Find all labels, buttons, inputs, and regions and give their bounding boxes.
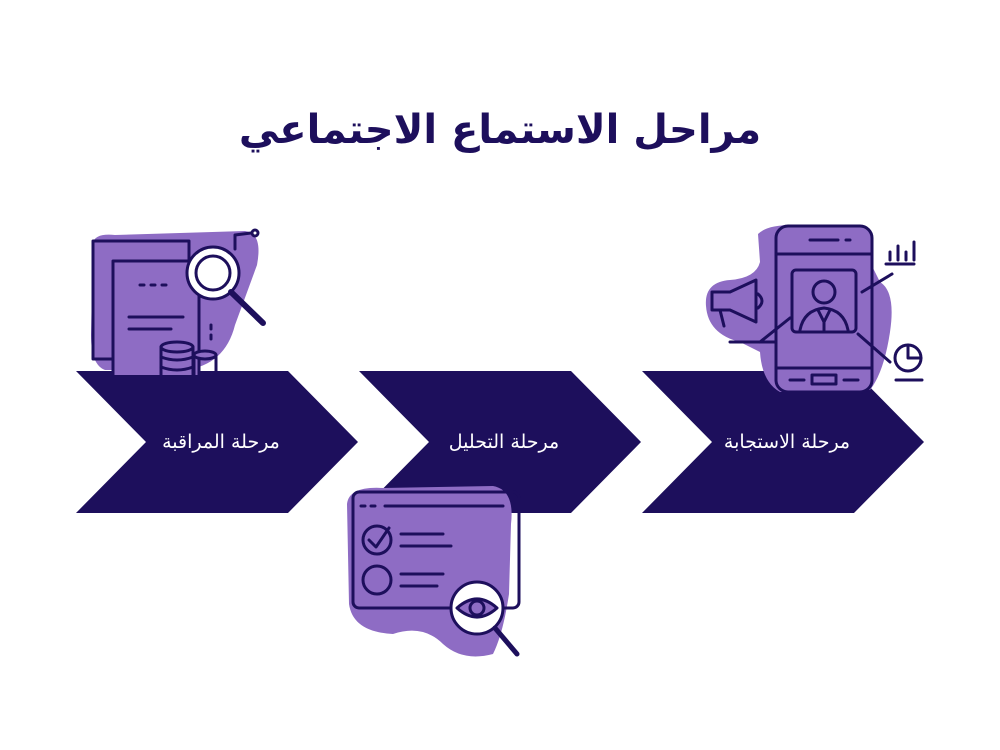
documents-magnifier-coins-icon bbox=[91, 228, 266, 375]
stage-monitoring: مرحلة المراقبة bbox=[76, 371, 358, 513]
checklist-eye-magnifier-icon bbox=[347, 486, 521, 657]
stage-label-response: مرحلة الاستجابة bbox=[723, 431, 851, 453]
page-title: مراحل الاستماع الاجتماعي bbox=[238, 107, 762, 153]
smartphone-user-megaphone-icon bbox=[705, 224, 924, 394]
stage-label-monitoring: مرحلة المراقبة bbox=[162, 431, 280, 453]
stage-response: مرحلة الاستجابة bbox=[642, 371, 924, 513]
chevron-arrow-response bbox=[642, 371, 924, 513]
chevron-arrow-monitoring bbox=[76, 371, 358, 513]
stage-analysis: مرحلة التحليل bbox=[359, 371, 641, 513]
stage-label-analysis: مرحلة التحليل bbox=[448, 431, 560, 453]
chevron-arrow-analysis bbox=[359, 371, 641, 513]
